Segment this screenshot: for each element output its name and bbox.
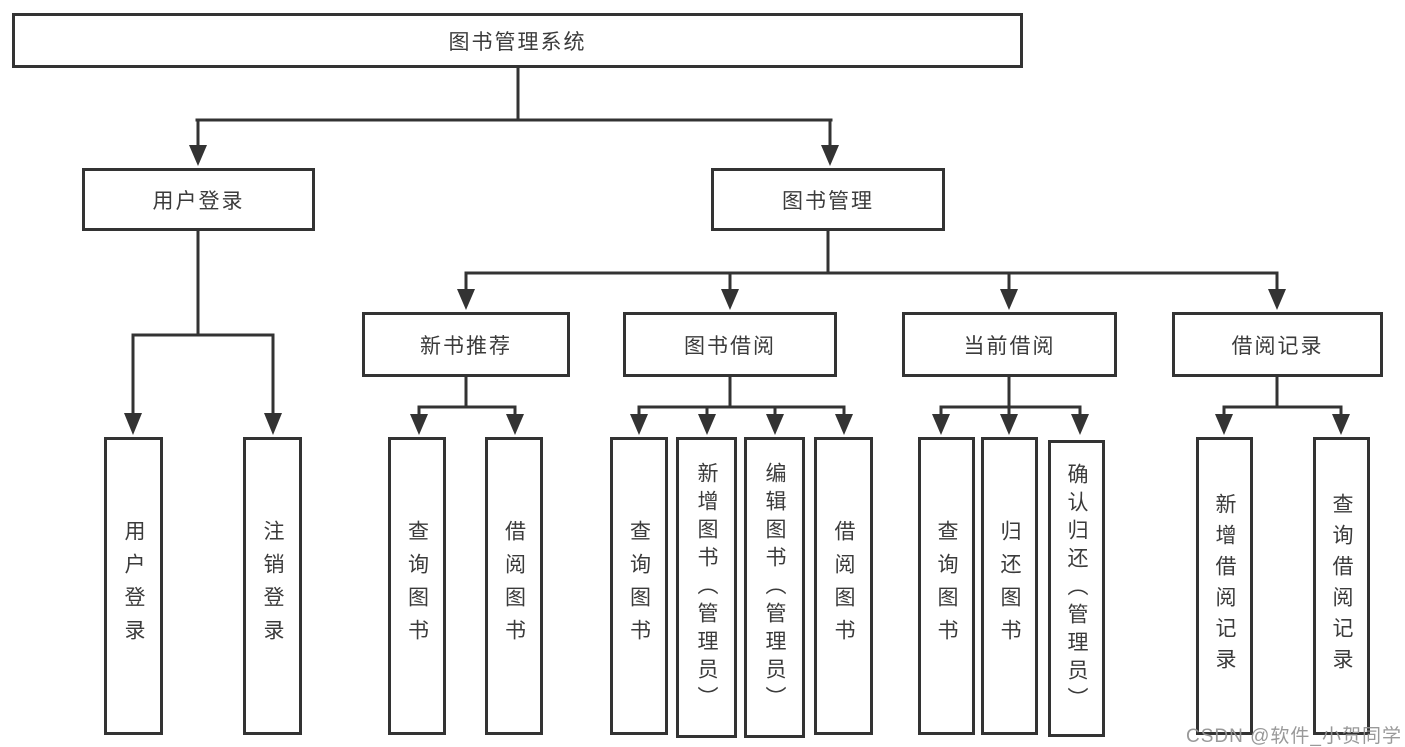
arrowhead-icon: [124, 145, 1350, 435]
node-label: 借阅记录: [1231, 334, 1324, 358]
node-leaf-user-login: 用户登录: [104, 437, 163, 735]
node-label: 查询图书: [935, 520, 958, 652]
node-label: 注销登录: [261, 520, 284, 652]
node-label: 图书管理系统: [448, 30, 587, 54]
node-label: 归还图书: [998, 520, 1021, 652]
node-leaf-recommend-borrow-book: 借阅图书: [485, 437, 543, 735]
node-leaf-logout: 注销登录: [243, 437, 302, 735]
node-leaf-current-query-book: 查询图书: [918, 437, 975, 735]
node-label: 编辑图书（管理员）: [763, 461, 786, 714]
node-leaf-borrow-book: 借阅图书: [814, 437, 873, 735]
node-label: 新书推荐: [420, 334, 512, 358]
node-label: 图书借阅: [684, 334, 776, 358]
node-leaf-borrow-query-book: 查询图书: [610, 437, 668, 735]
node-label: 确认归还（管理员）: [1065, 462, 1088, 715]
node-leaf-edit-book-admin: 编辑图书（管理员）: [744, 437, 805, 738]
node-book-management: 图书管理: [711, 168, 945, 231]
node-label: 借阅图书: [502, 520, 526, 652]
node-label: 新增借阅记录: [1213, 493, 1236, 679]
node-label: 用户登录: [152, 189, 245, 213]
node-label: 查询借阅记录: [1330, 493, 1353, 679]
node-leaf-confirm-return-admin: 确认归还（管理员）: [1048, 440, 1105, 737]
node-label: 当前借阅: [963, 334, 1056, 358]
node-library-management-system: 图书管理系统: [12, 13, 1023, 68]
node-leaf-add-borrow-record: 新增借阅记录: [1196, 437, 1253, 735]
node-label: 查询图书: [405, 520, 429, 652]
node-leaf-recommend-query-book: 查询图书: [388, 437, 446, 735]
node-label: 图书管理: [782, 189, 874, 213]
node-new-book-recommend: 新书推荐: [362, 312, 570, 377]
node-label: 用户登录: [122, 520, 145, 652]
node-label: 查询图书: [627, 520, 651, 652]
connector-line: [131, 66, 1343, 420]
node-leaf-query-borrow-record: 查询借阅记录: [1313, 437, 1370, 735]
node-book-borrow: 图书借阅: [623, 312, 837, 377]
node-label: 新增图书（管理员）: [695, 461, 718, 714]
node-current-borrow: 当前借阅: [902, 312, 1117, 377]
node-leaf-return-book: 归还图书: [981, 437, 1038, 735]
watermark: CSDN @软件_小贺同学: [1186, 726, 1402, 747]
node-borrow-records: 借阅记录: [1172, 312, 1383, 377]
node-leaf-add-book-admin: 新增图书（管理员）: [676, 437, 737, 738]
node-label: 借阅图书: [832, 520, 855, 652]
node-user-login: 用户登录: [82, 168, 315, 231]
